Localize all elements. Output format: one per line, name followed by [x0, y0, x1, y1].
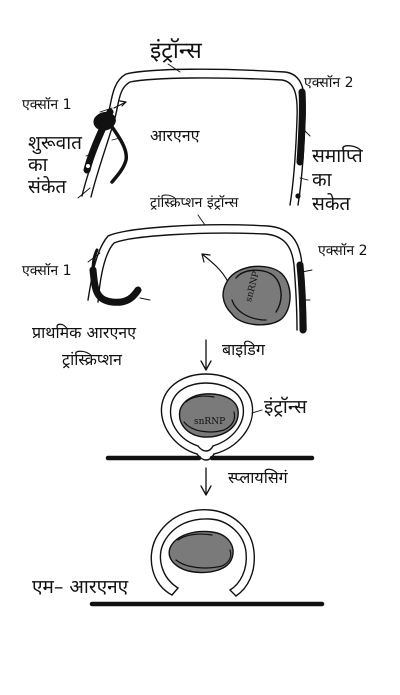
lariat-bound: snRNP [160, 373, 254, 461]
primary-transcript [87, 214, 313, 334]
label-exon2-top: एक्सॉन 2 [304, 75, 354, 91]
label-start-signal: शुरूवात का संकेत [28, 132, 82, 198]
label-splicing: स्प्लायसिगं [228, 468, 288, 487]
label-exon2-mid: एक्सॉन 2 [318, 243, 368, 259]
label-transcription-intron: ट्रांस्क्रिप्शन इंट्रॉन्स [150, 195, 239, 211]
label-exon1-top: एक्सॉन 1 [22, 97, 72, 113]
label-stop-signal: समाप्ति का सकेत [312, 145, 363, 215]
label-intron-top: इंट्रॉन्स [150, 38, 202, 64]
label-mrna: एम– आरएनए [32, 576, 129, 598]
binding-curve-arrow [201, 253, 229, 283]
down-arrow-splicing [200, 467, 212, 496]
label-intron-loop: इंट्रॉन्स [264, 396, 307, 418]
snrnp-free: snRNP [222, 265, 291, 326]
lariat-released [150, 509, 255, 597]
label-binding: बाइडिग [222, 340, 265, 359]
label-exon1-mid: एक्सॉन 1 [22, 263, 72, 279]
top-leader-lines [77, 63, 311, 199]
down-arrow-binding [200, 339, 212, 371]
svg-text:snRNP: snRNP [194, 417, 225, 427]
label-rna: आरएनए [150, 126, 200, 145]
exon-bar-bound [105, 409, 315, 461]
rna-polymerase [93, 100, 129, 184]
label-transcription: ट्रांस्क्रिप्शन [62, 350, 122, 369]
label-primary-rna: प्राथमिक आरएनए [32, 323, 137, 342]
